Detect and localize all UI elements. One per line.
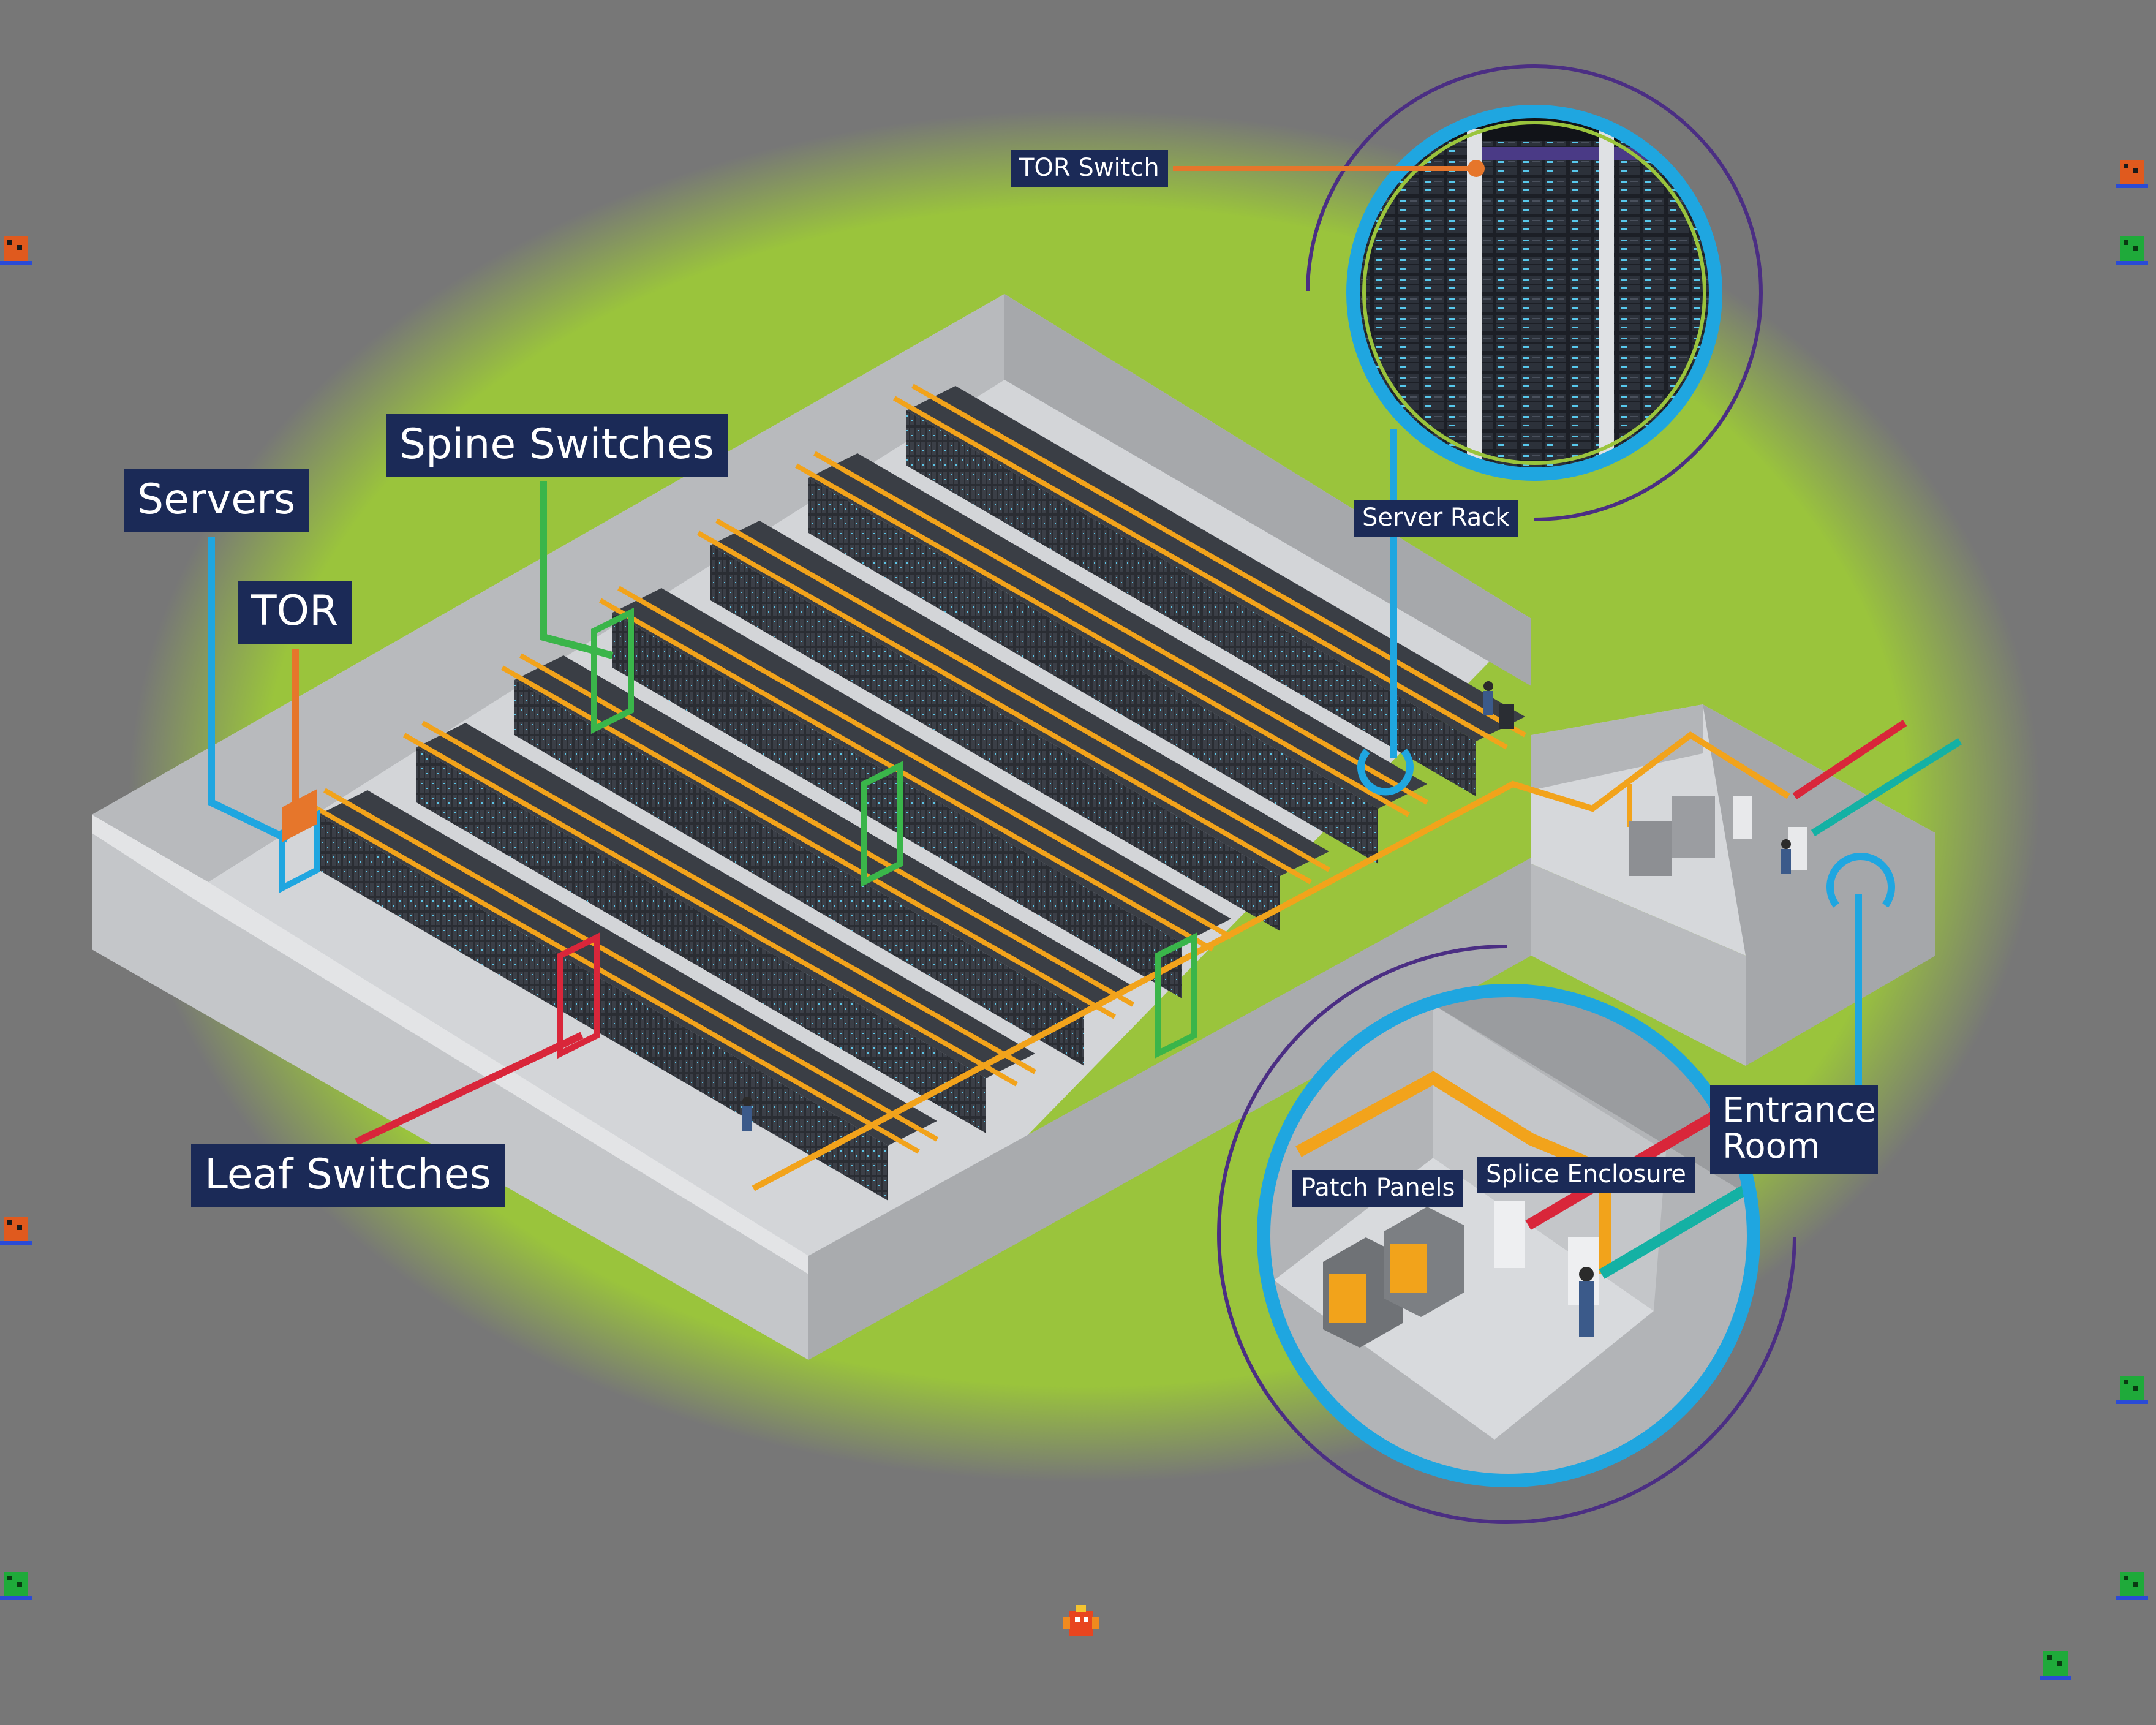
rack-row-2 [403, 720, 1036, 1133]
label-tor: TOR [238, 581, 352, 644]
hall-front-wall-left [92, 815, 809, 1360]
red-bug-sprite-1 [2116, 160, 2148, 188]
tor-marker-top [282, 789, 317, 842]
servers-connector [208, 537, 290, 843]
zoom-bottom-outer-arc [1217, 945, 1796, 1524]
entrance-pin-ring [1826, 853, 1895, 908]
zoom-entrance-room [1217, 945, 1796, 1524]
main-cable-tray [752, 731, 1790, 1191]
label-entrance-room: Entrance Room [1710, 1085, 1878, 1174]
leaf-connector [355, 1032, 584, 1146]
zoom-cable-tray [1295, 1071, 1611, 1274]
label-servers: Servers [124, 469, 309, 533]
label-tor-switch: TOR Switch [1011, 150, 1168, 187]
label-patch-panels: Patch Panels [1292, 1170, 1464, 1207]
green-bug-sprite-1 [2116, 236, 2148, 265]
player-ship-sprite [1063, 1605, 1099, 1636]
hall-back-wall-left [92, 294, 1005, 882]
zoom-rack-center [1482, 141, 1599, 470]
label-splice-enclosure: Splice Enclosure [1477, 1157, 1695, 1193]
zoom-top-ring [1346, 105, 1722, 481]
spine-marker-3 [1155, 932, 1197, 1059]
zoom-technician [1579, 1267, 1594, 1337]
zoom-patch-panel-1 [1323, 1237, 1403, 1348]
green-bug-sprite-5 [2040, 1651, 2071, 1680]
tor-switch-dot [1468, 160, 1485, 177]
label-server-rack: Server Rack [1354, 500, 1518, 537]
zoom-bottom-ring [1257, 984, 1760, 1487]
entrance-room-building [1531, 704, 1936, 1066]
technician-figure-1 [742, 1097, 752, 1131]
red-bug-sprite-2 [0, 236, 32, 265]
zoom-splice-enclosure-1 [1494, 1201, 1525, 1268]
green-bug-sprite-2 [0, 1572, 32, 1600]
hall-top-edge-left [92, 815, 809, 1274]
spine-marker-2 [861, 760, 903, 888]
entrance-room-equipment [1629, 720, 1962, 876]
server-rack-pin-ring [1357, 749, 1414, 796]
spine-marker-1 [591, 607, 634, 734]
red-bug-sprite-3 [0, 1217, 32, 1245]
rack-row-6 [795, 451, 1428, 864]
hall-back-wall-right [1005, 294, 1531, 686]
zoom-patch-panel-2 [1384, 1207, 1464, 1317]
zoom-top-outer-arc [1306, 64, 1763, 521]
technician-figure-2 [1483, 681, 1514, 729]
label-leaf-switches: Leaf Switches [191, 1144, 505, 1208]
hall-front-wall-right [809, 858, 1531, 1360]
rack-row-7 [893, 383, 1526, 796]
spine-connector [540, 481, 614, 659]
green-bug-sprite-4 [2116, 1572, 2148, 1600]
green-bug-sprite-3 [2116, 1376, 2148, 1404]
zoom-tor-switch [1482, 147, 1599, 160]
zoom-server-rack [1173, 64, 1763, 521]
label-spine-switches: Spine Switches [386, 414, 728, 478]
leaf-marker [557, 932, 600, 1059]
technician-figure-3 [1781, 839, 1791, 874]
rack-row-5 [697, 518, 1330, 931]
